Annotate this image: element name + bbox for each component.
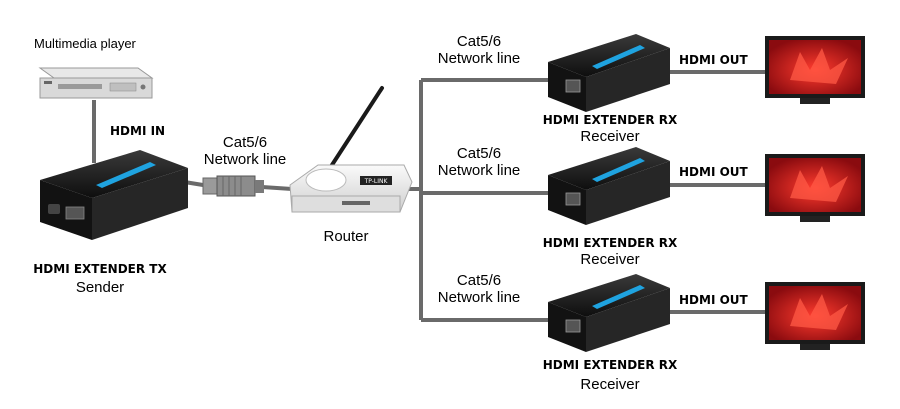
tv-icon xyxy=(765,282,865,350)
rx1-cat-line2: Network line xyxy=(437,50,521,67)
rx1-cat-line1: Cat5/6 xyxy=(456,33,502,50)
tx-title-label: HDMI EXTENDER TX xyxy=(33,262,167,276)
tv-icon xyxy=(765,36,865,104)
rx3-cat-line2: Network line xyxy=(437,289,521,306)
router-brand-text: TP-LINK xyxy=(364,178,389,185)
cat-left-line1: Cat5/6 xyxy=(222,134,268,151)
rx3-cat-line1: Cat5/6 xyxy=(456,272,502,289)
rx2-title-label: HDMI EXTENDER RX xyxy=(542,236,678,250)
rx2-sub-label: Receiver xyxy=(580,251,640,268)
rx-extender-icon xyxy=(548,274,670,352)
rx3-hdmi-out-label: HDMI OUT xyxy=(679,293,748,307)
cables xyxy=(92,70,770,322)
rx3-sub-label: Receiver xyxy=(580,376,640,393)
rx1-title-label: HDMI EXTENDER RX xyxy=(542,113,678,127)
dvd-player-icon xyxy=(38,67,154,99)
rx3-title-label: HDMI EXTENDER RX xyxy=(542,358,678,372)
rx2-cat-line2: Network line xyxy=(437,162,521,179)
rx-extender-icon xyxy=(548,147,670,225)
router-label: Router xyxy=(323,228,369,245)
rx1-sub-label: Receiver xyxy=(580,128,640,145)
plug-to-router-cable xyxy=(261,185,293,191)
rx2-cat-line1: Cat5/6 xyxy=(456,145,502,162)
tx-extender-icon xyxy=(40,150,188,240)
multimedia-player-label: Multimedia player xyxy=(34,36,136,51)
router-icon: TP-LINK xyxy=(289,86,413,213)
rx2-hdmi-out-label: HDMI OUT xyxy=(679,165,748,179)
hdmi-in-label: HDMI IN xyxy=(110,124,166,138)
tv-icon xyxy=(765,154,865,222)
tx-sub-label: Sender xyxy=(75,279,125,296)
rx1-hdmi-out-label: HDMI OUT xyxy=(679,53,748,67)
rj45-plug-icon xyxy=(202,175,264,197)
cat-left-line2: Network line xyxy=(203,151,287,168)
rx-extender-icon xyxy=(548,34,670,112)
